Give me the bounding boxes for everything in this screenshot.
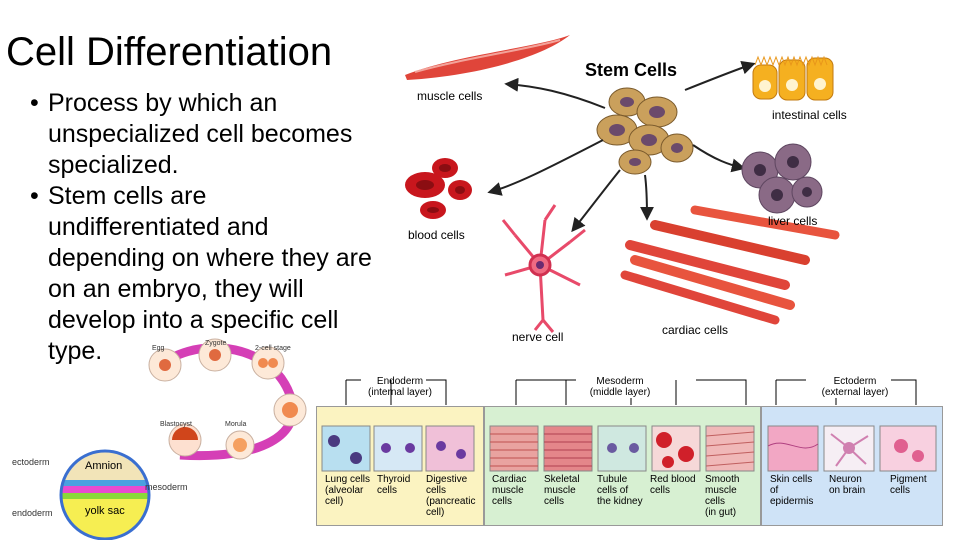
caption-line: on brain <box>829 485 866 496</box>
caption-line: cells <box>426 485 447 496</box>
slide-title: Cell Differentiation <box>6 30 333 74</box>
caption-skeletal-muscle: Skeletal muscle cells <box>544 474 580 507</box>
caption-line: cell) <box>325 496 344 507</box>
caption-line: Smooth <box>705 474 740 485</box>
caption-line: (alveolar <box>325 485 364 496</box>
endoderm-heading: Endoderm (internal layer) <box>360 376 440 398</box>
caption-red-blood: Red blood cells <box>650 474 696 496</box>
mesoderm-subtitle: (middle layer) <box>589 387 651 398</box>
stage-blastocyst-label: Blastocyst <box>160 421 192 428</box>
endoderm-subtitle: (internal layer) <box>368 387 432 398</box>
intestinal-cells-label: intestinal cells <box>772 108 847 122</box>
caption-line: Cardiac <box>492 474 527 485</box>
embryo-development-diagram <box>148 338 307 461</box>
caption-neuron: Neuron on brain <box>829 474 865 496</box>
bullet-1: Process by which an unspecialized cell b… <box>30 88 380 181</box>
ectoderm-subtitle: (external layer) <box>821 387 889 398</box>
caption-line: Neuron <box>829 474 862 485</box>
cell-thumbnails <box>321 425 937 472</box>
stem-cells-label: Stem Cells <box>585 60 678 80</box>
caption-lung-cells: Lung cells (alveolar cell) <box>325 474 370 507</box>
muscle-cells-label: muscle cells <box>417 89 483 103</box>
caption-line: cells <box>377 485 398 496</box>
intestinal-cells-illustration <box>752 55 834 101</box>
stage-2cell-label: 2-cell stage <box>255 345 291 352</box>
nerve-cell-label: nerve cell <box>512 330 564 344</box>
caption-line: epidermis <box>770 496 814 507</box>
caption-smooth-muscle: Smooth muscle cells (in gut) <box>705 474 739 518</box>
nerve-cell-illustration <box>501 204 586 333</box>
caption-line: cells <box>492 496 513 507</box>
caption-digestive-cells: Digestive cells (pancreatic cell) <box>426 474 475 518</box>
germ-layer-brackets <box>345 379 917 405</box>
caption-line: Skeletal <box>544 474 580 485</box>
caption-line: Thyroid <box>377 474 411 485</box>
caption-line: Red blood <box>650 474 696 485</box>
blood-cells-illustration <box>405 158 472 219</box>
caption-thyroid-cells: Thyroid cells <box>377 474 410 496</box>
mesoderm-title: Mesoderm <box>596 376 644 387</box>
caption-line: cells <box>705 496 726 507</box>
caption-line: Lung cells <box>325 474 371 485</box>
differentiation-arrows <box>487 60 756 233</box>
blood-cells-label: blood cells <box>408 228 465 242</box>
stage-egg-label: Egg <box>152 345 165 352</box>
muscle-cells-illustration <box>405 35 570 80</box>
caption-line: muscle <box>544 485 576 496</box>
caption-line: Digestive <box>426 474 468 485</box>
stage-morula-label: Morula <box>225 421 247 428</box>
endoderm-label: endoderm <box>12 508 53 518</box>
bullet-list: Process by which an unspecialized cell b… <box>30 88 380 367</box>
stage-zygote-label: Zygote <box>205 340 227 347</box>
ectoderm-title: Ectoderm <box>833 376 877 387</box>
caption-kidney-tubule: Tubule cells of the kidney <box>597 474 643 507</box>
caption-line: cells <box>544 496 565 507</box>
stem-cells-cluster <box>596 87 694 175</box>
yolk-sac-label: yolk sac <box>85 505 125 517</box>
caption-line: Pigment <box>890 474 927 485</box>
caption-pigment-cells: Pigment cells <box>890 474 927 496</box>
mesoderm-label: mesoderm <box>145 482 188 492</box>
ectoderm-label: ectoderm <box>12 457 50 467</box>
stem-cell-diagram <box>405 35 840 333</box>
caption-line: muscle <box>492 485 524 496</box>
caption-line: of <box>770 485 779 496</box>
amnion-label: Amnion <box>85 460 123 472</box>
caption-line: cells <box>890 485 911 496</box>
germ-layer-embryo <box>59 449 151 540</box>
caption-line: muscle <box>705 485 737 496</box>
liver-cells-illustration <box>741 143 823 214</box>
caption-line: Tubule <box>597 474 628 485</box>
caption-skin-cells: Skin cells of epidermis <box>770 474 813 507</box>
caption-line: cell) <box>426 507 445 518</box>
caption-cardiac-muscle: Cardiac muscle cells <box>492 474 526 507</box>
caption-line: Skin cells <box>770 474 813 485</box>
endoderm-title: Endoderm <box>376 376 424 387</box>
cardiac-cells-label: cardiac cells <box>662 323 729 337</box>
ectoderm-heading: Ectoderm (external layer) <box>810 376 900 398</box>
caption-line: cells of <box>597 485 629 496</box>
cardiac-cells-illustration <box>620 205 840 325</box>
mesoderm-heading: Mesoderm (middle layer) <box>575 376 665 398</box>
caption-line: the kidney <box>597 496 643 507</box>
bullet-2: Stem cells are undifferentiated and depe… <box>30 181 380 367</box>
caption-line: (pancreatic <box>426 496 476 507</box>
liver-cells-label: liver cells <box>768 214 818 228</box>
caption-line: (in gut) <box>705 507 737 518</box>
caption-line: cells <box>650 485 671 496</box>
